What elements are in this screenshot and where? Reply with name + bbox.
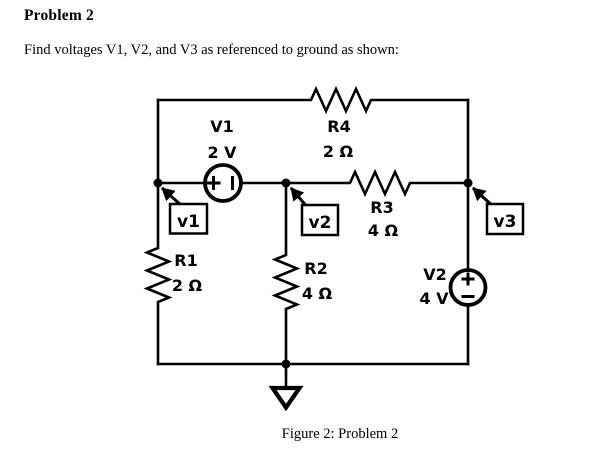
problem-title: Problem 2 [24, 7, 94, 24]
label-V1-value: 2 V [207, 143, 237, 162]
label-R2-name: R2 [304, 259, 327, 278]
label-R3-value: 4 Ω [368, 221, 399, 240]
node-label-v3-text: v3 [494, 212, 517, 232]
node-label-v2-text: v2 [309, 213, 332, 233]
ground-icon [268, 362, 304, 412]
voltage-source-V2-icon [448, 268, 488, 307]
node-dot-ground [281, 359, 291, 369]
figure-caption: Figure 2: Problem 2 [281, 426, 399, 442]
left-branch-wire-with-R1 [143, 98, 173, 366]
plus-terminal [206, 176, 221, 190]
voltage-source-V1-icon [203, 163, 243, 203]
label-R4-value: 2 Ω [323, 142, 354, 161]
label-V1-name: V1 [210, 117, 234, 136]
node-dot-v1 [153, 178, 163, 188]
node-label-v2: v2 [300, 203, 340, 237]
node-label-v1: v1 [168, 202, 209, 235]
label-R3-name: R3 [370, 198, 393, 217]
label-V2-value: 4 V [419, 289, 449, 308]
label-V2-name: V2 [423, 265, 447, 284]
label-R2-value: 4 Ω [302, 284, 333, 303]
node-label-v3: v3 [485, 202, 525, 236]
middle-wire-with-R3 [239, 168, 470, 198]
label-R1-value: 2 Ω [172, 276, 203, 295]
node-dot-v3 [463, 178, 473, 188]
label-R1-name: R1 [174, 251, 197, 270]
plus-terminal [461, 272, 475, 286]
problem-statement: Find voltages V1, V2, and V3 as referenc… [24, 42, 399, 58]
node-label-v1-text: v1 [177, 212, 200, 232]
label-R4-name: R4 [327, 117, 350, 136]
node-dot-v2 [281, 178, 291, 188]
middle-branch-wire-with-R2 [271, 181, 301, 366]
top-wire-with-R4 [156, 85, 470, 115]
